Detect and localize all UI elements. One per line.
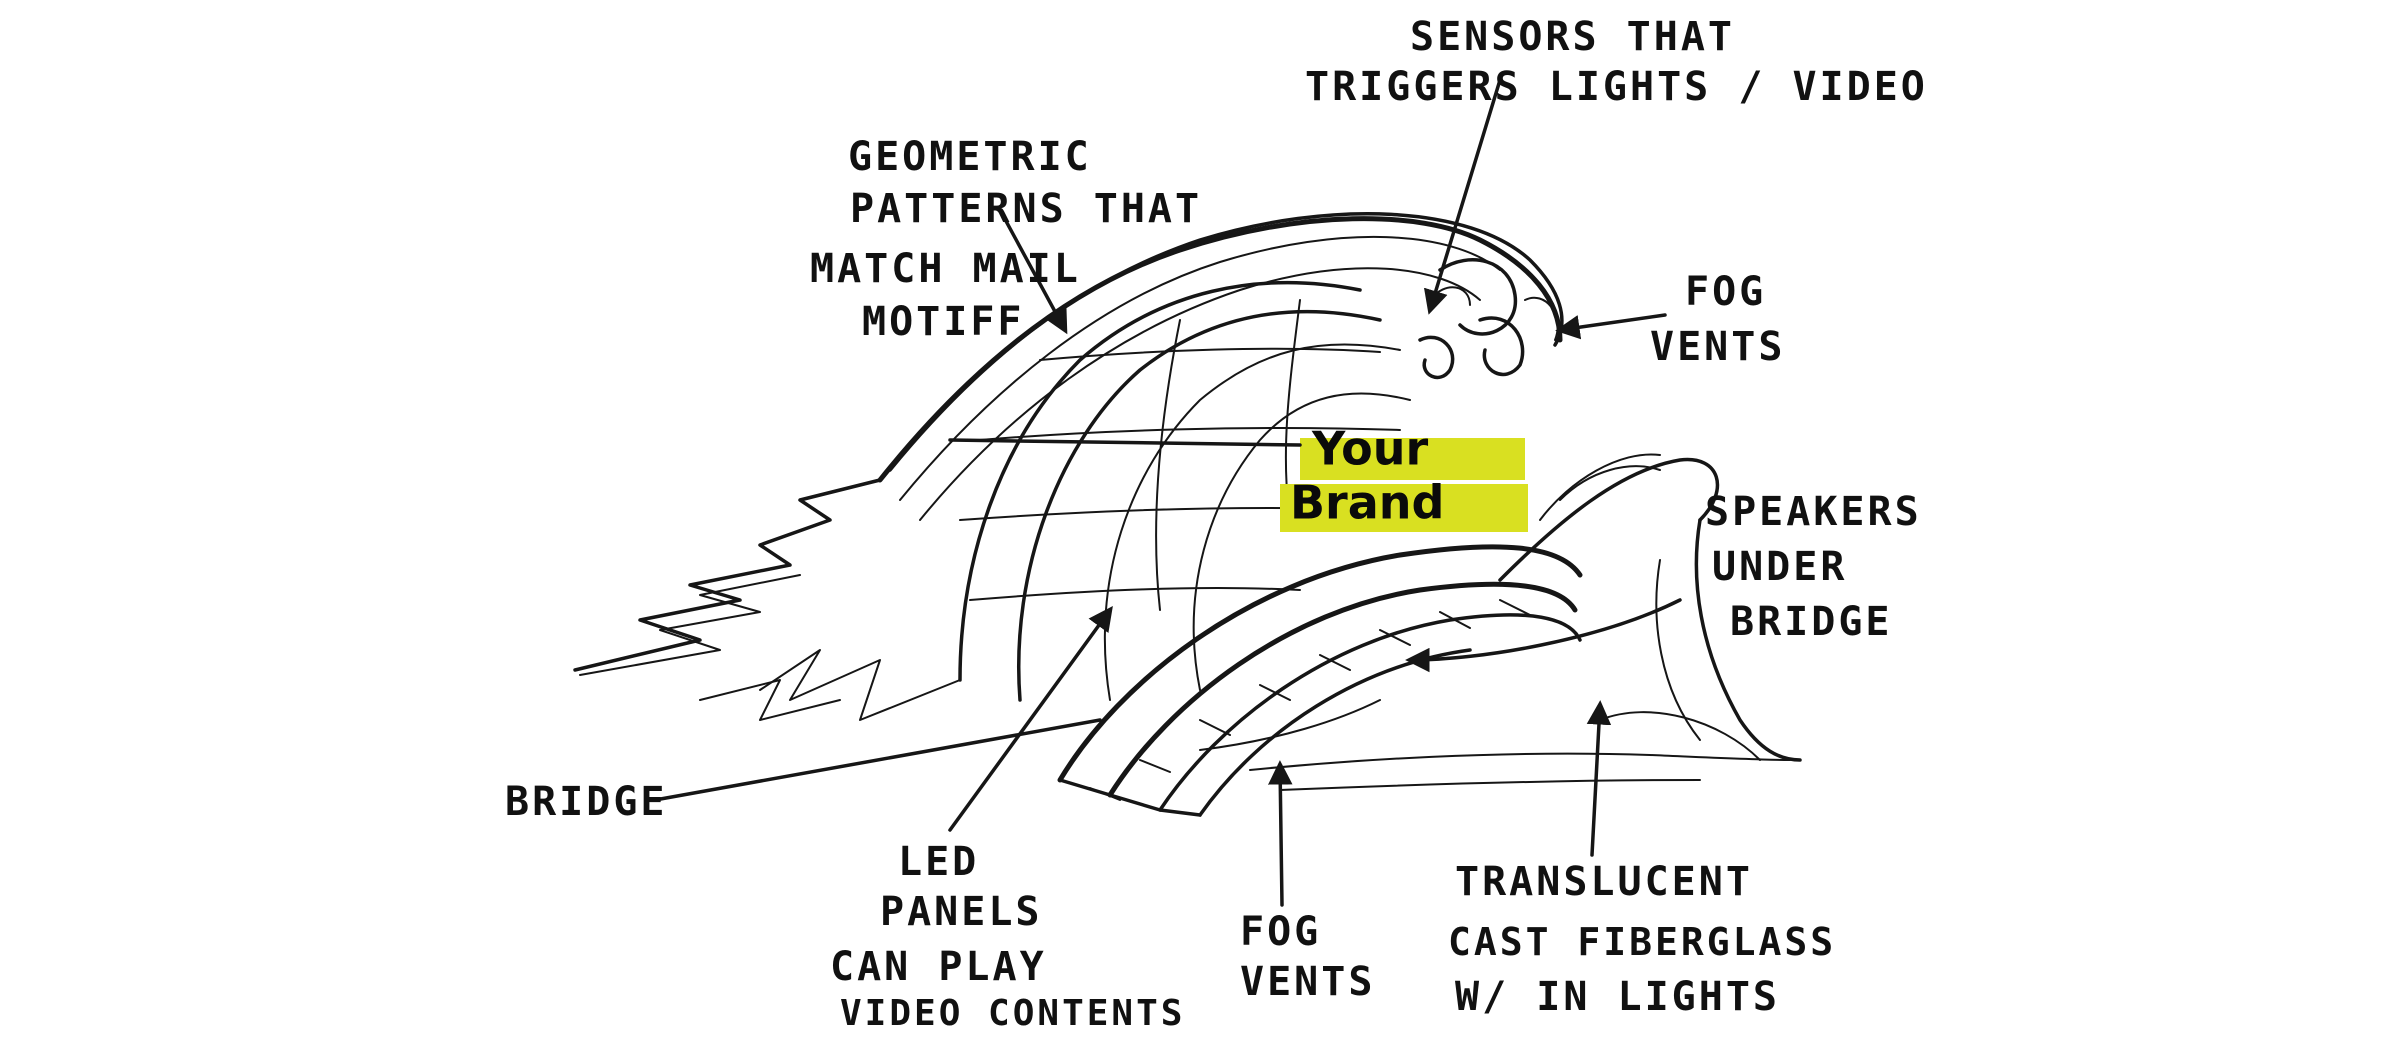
svg-text:PANELS: PANELS [880, 889, 1043, 935]
svg-text:W/ IN LIGHTS: W/ IN LIGHTS [1455, 974, 1780, 1020]
label-fog-vents-bottom: FOG VENTS [1240, 909, 1375, 1005]
svg-text:GEOMETRIC: GEOMETRIC [848, 134, 1092, 180]
svg-text:SENSORS THAT: SENSORS THAT [1410, 14, 1735, 60]
svg-text:TRIGGERS LIGHTS / VIDEO: TRIGGERS LIGHTS / VIDEO [1305, 64, 1928, 110]
wave-sculpture-drawing [573, 212, 1802, 817]
brand-line-2: Brand [1290, 476, 1444, 530]
label-fog-vents-top: FOG VENTS [1650, 269, 1785, 370]
svg-text:TRANSLUCENT: TRANSLUCENT [1455, 859, 1753, 905]
brand-highlight-bottom [1280, 484, 1528, 532]
annotation-leaders [653, 78, 1682, 907]
svg-text:PATTERNS THAT: PATTERNS THAT [850, 186, 1202, 232]
label-led-panels: LED PANELS CAN PLAY VIDEO CONTENTS [830, 839, 1185, 1034]
brand-line-1: Your [1311, 422, 1428, 476]
svg-text:MATCH MAIL: MATCH MAIL [810, 246, 1081, 292]
svg-text:VENTS: VENTS [1650, 324, 1785, 370]
svg-text:BRIDGE: BRIDGE [505, 779, 668, 825]
svg-text:VIDEO CONTENTS: VIDEO CONTENTS [840, 993, 1185, 1034]
svg-text:LED: LED [898, 839, 979, 885]
label-speakers: SPEAKERS UNDER BRIDGE [1705, 489, 1922, 645]
svg-text:FOG: FOG [1685, 269, 1766, 315]
brand-badge: Your Brand [1280, 422, 1528, 532]
svg-text:CAST FIBERGLASS: CAST FIBERGLASS [1448, 920, 1836, 964]
svg-text:MOTIFF: MOTIFF [862, 299, 1025, 345]
label-geometric-patterns: GEOMETRIC PATTERNS THAT MATCH MAIL MOTIF… [810, 134, 1202, 345]
annotation-labels: SENSORS THAT TRIGGERS LIGHTS / VIDEO GEO… [505, 14, 1928, 1034]
svg-text:BRIDGE: BRIDGE [1730, 599, 1893, 645]
svg-text:SPEAKERS: SPEAKERS [1705, 489, 1922, 535]
svg-text:VENTS: VENTS [1240, 959, 1375, 1005]
svg-text:CAN PLAY: CAN PLAY [830, 944, 1047, 990]
brand-highlight-top [1300, 438, 1525, 480]
label-sensors: SENSORS THAT TRIGGERS LIGHTS / VIDEO [1305, 14, 1928, 110]
label-bridge: BRIDGE [505, 779, 668, 825]
svg-text:FOG: FOG [1240, 909, 1321, 955]
svg-text:UNDER: UNDER [1712, 544, 1847, 590]
label-translucent-fiberglass: TRANSLUCENT CAST FIBERGLASS W/ IN LIGHTS [1448, 859, 1836, 1020]
